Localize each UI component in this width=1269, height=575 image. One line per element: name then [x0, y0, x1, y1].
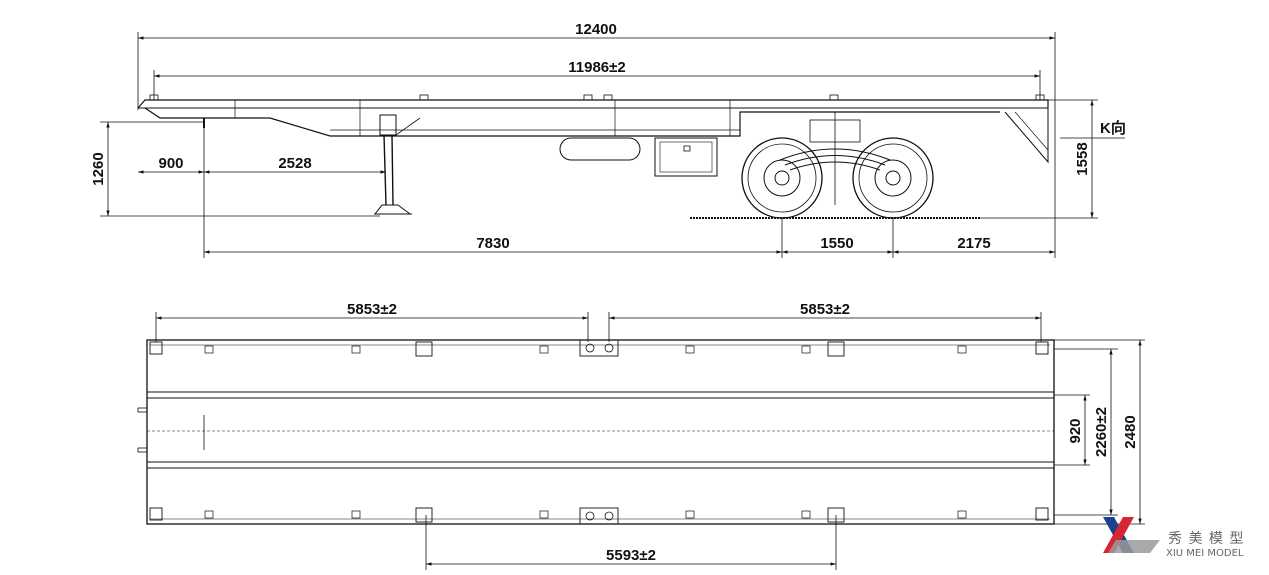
k-view-label: K向: [1100, 119, 1126, 137]
front-overhang-label: 900: [158, 155, 183, 172]
deck-height-label: 1558: [1074, 142, 1091, 175]
dim-deck-length: 11986±2: [153, 59, 1041, 100]
dim-widths: 920 2260±2 2480: [1054, 339, 1145, 525]
lock-spacing-bottom-label: 5593±2: [606, 547, 656, 564]
deck-length-label: 11986±2: [568, 59, 625, 76]
dim-bottom-row: 7830 1550 2175: [203, 110, 1056, 258]
brand-logo-mark: [1103, 517, 1160, 553]
logo-chinese: 秀 美 模 型: [1168, 531, 1245, 547]
dim-overall-length: 12400: [137, 21, 1056, 110]
tool-box: [654, 137, 718, 177]
landing-leg: [374, 114, 421, 215]
rear-overhang-label: 2175: [957, 235, 990, 252]
logo-english: XIU MEI MODEL: [1166, 548, 1244, 559]
lock-spacing-right-label: 5853±2: [800, 301, 850, 318]
air-tank: [559, 137, 641, 161]
overall-width-label: 2480: [1122, 415, 1139, 448]
kingpin-to-leg-label: 2528: [278, 155, 311, 172]
side-view: 12400 11986±2: [90, 21, 1126, 258]
dim-lock-spacing-bottom: 5593±2: [425, 515, 837, 570]
k-view-marker: K向: [1060, 119, 1126, 139]
twist-locks: [149, 339, 1049, 525]
beam-spacing-label: 920: [1067, 418, 1084, 443]
dim-lock-spacing-top: 5853±2 5853±2: [155, 301, 1042, 342]
wheel-front: [741, 137, 823, 219]
main-beams: [137, 391, 1054, 469]
dim-coupling-height: 1260: [90, 121, 380, 217]
crossmember-marks: [204, 345, 967, 519]
top-view: 5853±2 5853±2: [137, 301, 1145, 570]
chassis-frame: [137, 94, 1049, 164]
lock-spacing-left-label: 5853±2: [347, 301, 397, 318]
wheel-rear: [852, 137, 934, 219]
axle-spacing-label: 1550: [820, 235, 853, 252]
overall-length-label: 12400: [575, 21, 617, 38]
leaf-spring-suspension: [779, 112, 891, 205]
dim-deck-height: 1558: [980, 99, 1098, 219]
kingpin-to-axle-label: 7830: [476, 235, 509, 252]
coupling-height-label: 1260: [90, 152, 107, 185]
dim-front-row: 900 2528: [138, 155, 386, 174]
deck-outline: [146, 339, 1055, 525]
inner-width-label: 2260±2: [1093, 407, 1110, 457]
rear-wheels: [741, 137, 934, 219]
